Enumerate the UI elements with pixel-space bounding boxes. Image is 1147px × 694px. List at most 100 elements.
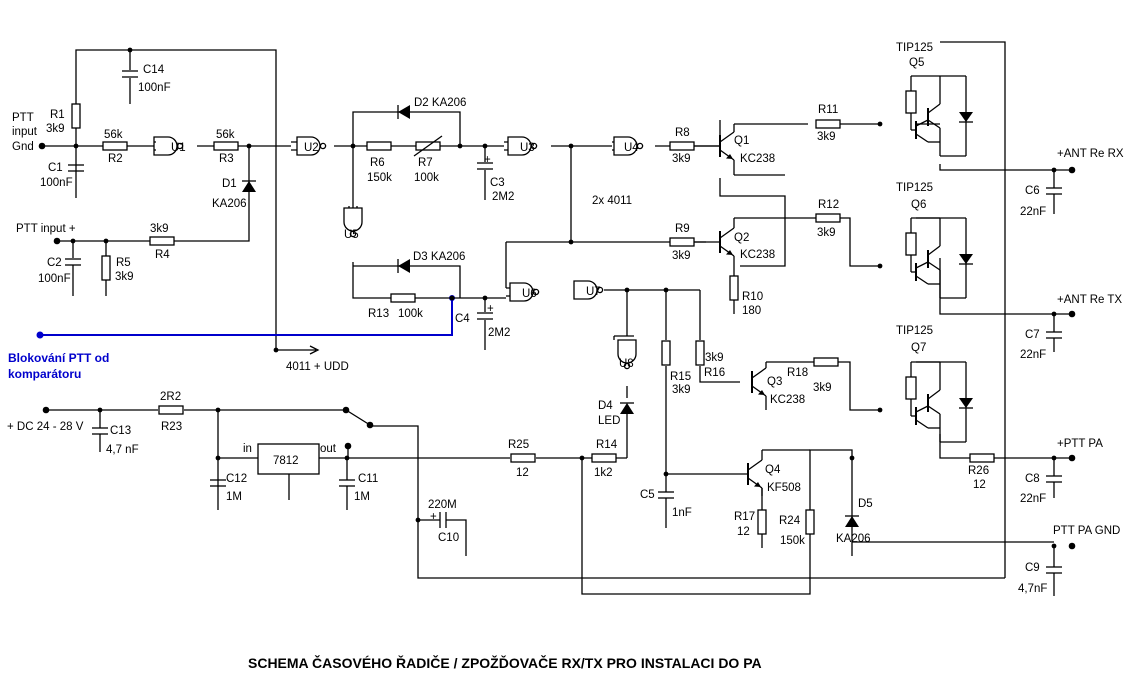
q5-label: Q5 — [909, 57, 924, 69]
c4-label: C4 — [455, 313, 470, 325]
r18-label: R18 — [787, 367, 808, 379]
r12-label: R12 — [818, 199, 839, 211]
r24-value: 150k — [780, 535, 805, 547]
wires-output — [808, 41, 1070, 578]
r4-label: R4 — [155, 249, 170, 261]
q1-label: Q1 — [734, 135, 749, 147]
r15-label: R15 — [670, 371, 691, 383]
c10-label: C10 — [438, 532, 459, 544]
q4-value: KF508 — [767, 482, 801, 494]
wires-input — [42, 49, 291, 350]
output-ptt-pa-gnd-label: PTT PA GND — [1053, 525, 1120, 537]
supply-label: 4011 + UDD — [286, 361, 349, 373]
d2-label: D2 KA206 — [414, 97, 466, 109]
r6-value: 150k — [367, 172, 392, 184]
output-ant-rx-label: +ANT Re RX — [1057, 148, 1124, 160]
blocking-label-2: komparátoru — [8, 367, 81, 381]
darlington-q7[interactable] — [905, 361, 974, 443]
q2-label: Q2 — [734, 232, 749, 244]
c1-value: 100nF — [40, 177, 73, 189]
transistor-q4 — [747, 449, 810, 496]
transistor-q3 — [751, 361, 814, 410]
q3-value: KC238 — [770, 394, 805, 406]
r1-value: 3k9 — [46, 123, 65, 135]
gate-u6-label: U6 — [522, 288, 537, 300]
q4-label: Q4 — [765, 464, 781, 476]
r5-label: R5 — [116, 257, 131, 269]
r13-label: R13 — [368, 308, 389, 320]
c3-label: C3 — [490, 177, 505, 189]
q2-value: KC238 — [740, 249, 775, 261]
c14-label: C14 — [143, 64, 165, 76]
ptt-gnd-label-3: Gnd — [12, 141, 34, 153]
capacitor-c10 — [439, 512, 447, 528]
power-input-label: + DC 24 - 28 V — [7, 421, 84, 433]
ic-note: 2x 4011 — [592, 195, 632, 207]
r3-label: R3 — [219, 153, 234, 165]
led-d4 — [620, 402, 634, 414]
q6-label: Q6 — [911, 199, 926, 211]
q1-value: KC238 — [740, 153, 775, 165]
transistor-q2 — [694, 217, 808, 314]
c5-value: 1nF — [672, 507, 692, 519]
d4-value: LED — [598, 415, 620, 427]
r23-label: R23 — [161, 421, 182, 433]
gate-u7-label: U7 — [586, 286, 601, 298]
output-ant-tx-label: +ANT Re TX — [1057, 294, 1122, 306]
r25-value: 12 — [516, 467, 529, 479]
diode-d2 — [397, 105, 410, 119]
c6-value: 22nF — [1020, 206, 1046, 218]
c13-value: 4,7 nF — [106, 444, 139, 456]
gate-u8-label: U8 — [619, 358, 634, 370]
diode-d3 — [397, 259, 410, 273]
c11-label: C11 — [358, 473, 378, 485]
r6-label: R6 — [370, 157, 385, 169]
c13-label: C13 — [110, 425, 131, 437]
c2-value: 100nF — [38, 273, 71, 285]
gate-u4-label: U4 — [624, 142, 639, 154]
d5-value: KA206 — [836, 533, 871, 545]
ptt-plus-label: PTT input + — [16, 223, 76, 235]
r1-label: R1 — [50, 109, 65, 121]
c2-label: C2 — [47, 257, 62, 269]
r2-label: R2 — [108, 153, 123, 165]
c10-plus: + — [430, 511, 437, 523]
c7-value: 22nF — [1020, 349, 1046, 361]
r13-value: 100k — [398, 308, 423, 320]
c4-plus: + — [487, 303, 494, 315]
c10-value: 220M — [428, 499, 457, 511]
c14-value: 100nF — [138, 82, 171, 94]
regulator-in-label: in — [243, 443, 252, 455]
q7-type: TIP125 — [896, 325, 933, 337]
r3-value: 56k — [216, 129, 235, 141]
c5-label: C5 — [640, 489, 655, 501]
c6-label: C6 — [1025, 185, 1040, 197]
r12-value: 3k9 — [817, 227, 836, 239]
wires-led — [506, 289, 747, 528]
r16-label: R16 — [704, 367, 725, 379]
r26-label: R26 — [968, 465, 989, 477]
regulator-7812 — [257, 443, 320, 475]
c4-value: 2M2 — [488, 327, 510, 339]
darlington-q5[interactable] — [905, 75, 974, 157]
c8-label: C8 — [1025, 473, 1040, 485]
d1-label: D1 — [222, 178, 237, 190]
wires-power — [46, 409, 1054, 595]
r5-value: 3k9 — [115, 271, 134, 283]
r10-value: 180 — [742, 305, 761, 317]
q6-type: TIP125 — [896, 182, 933, 194]
c11-value: 1M — [354, 491, 370, 503]
gate-u2-label: U2 — [304, 142, 319, 154]
r23-value: 2R2 — [160, 391, 181, 403]
c7-label: C7 — [1025, 329, 1040, 341]
r17-label: R17 — [734, 511, 755, 523]
r7-label: R7 — [418, 157, 433, 169]
r7-value: 100k — [414, 172, 439, 184]
r24-label: R24 — [779, 515, 801, 527]
gate-u1-label: U1 — [171, 142, 186, 154]
c3-value: 2M2 — [492, 191, 514, 203]
c1-label: C1 — [48, 162, 63, 174]
blocking-label-1: Blokování PTT od — [8, 351, 109, 365]
r16-value: 3k9 — [705, 352, 724, 364]
